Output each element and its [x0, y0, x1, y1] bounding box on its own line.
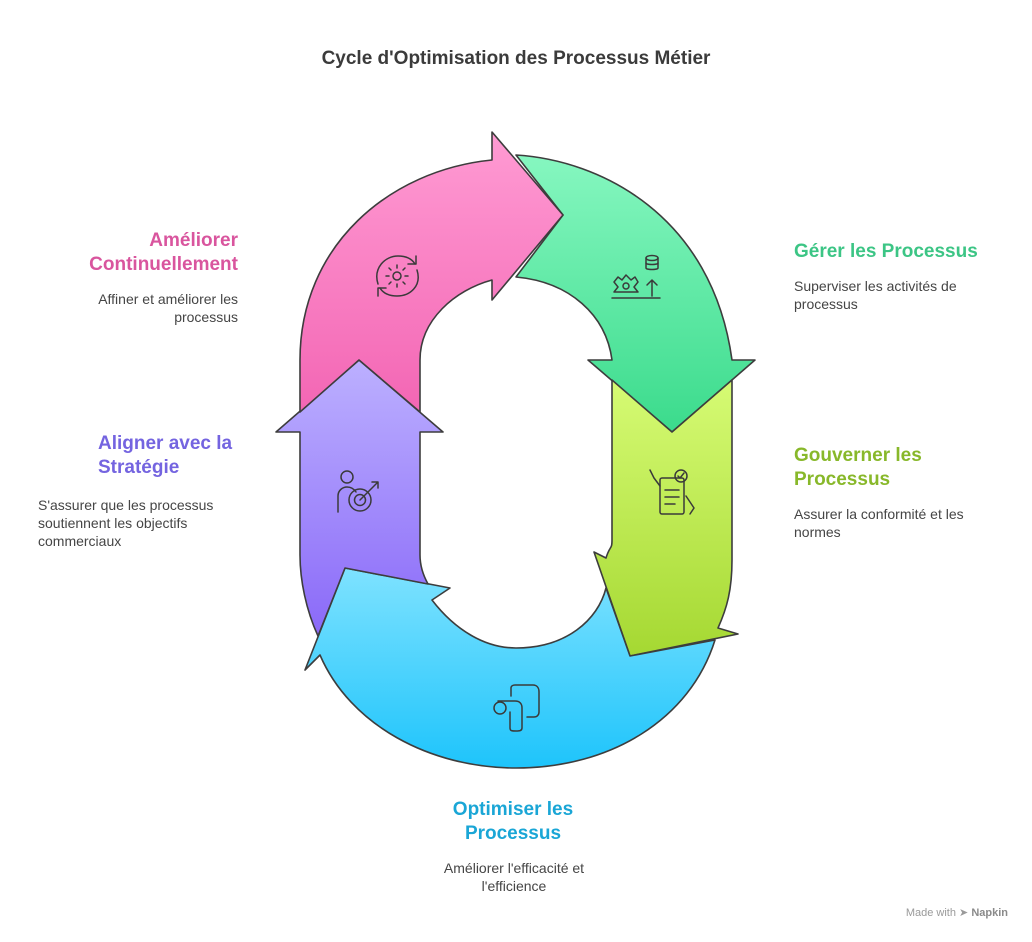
step-improve-description: Affiner et améliorer les processus — [98, 291, 238, 325]
arrow-optimize — [304, 567, 716, 769]
path-route-icon — [493, 684, 540, 732]
arrow-manage — [515, 154, 756, 433]
step-manage-title: Gérer les Processus — [794, 241, 978, 262]
napkin-logo-icon: ➤ — [959, 907, 969, 919]
step-govern-description: Assurer la conformité et les normes — [794, 506, 964, 540]
step-optimize-description: Améliorer l'efficacité et l'efficience — [443, 860, 585, 894]
footer-made-with: Made with — [905, 907, 956, 919]
footer-credit: Made with ➤ Napkin — [906, 906, 1008, 919]
step-align-description: S'assurer que les processus soutiennent … — [38, 497, 214, 549]
target-person-icon — [337, 470, 379, 513]
step-manage-description: Superviser les activités de processus — [794, 278, 957, 312]
checklist-hand-icon — [649, 469, 695, 515]
step-align-title: Aligner avec la Stratégie — [98, 433, 233, 478]
arrow-govern — [593, 379, 739, 657]
cycle-gear-icon — [376, 255, 419, 297]
step-improve-title: Améliorer Continuellement — [89, 230, 238, 275]
database-gear-icon — [611, 254, 661, 299]
arrow-improve — [299, 131, 564, 413]
step-optimize-title: Optimiser les Processus — [452, 799, 574, 844]
diagram-title: Cycle d'Optimisation des Processus Métie… — [321, 48, 711, 69]
step-govern-title: Gouverner les Processus — [794, 445, 922, 490]
footer-brand: Napkin — [971, 907, 1008, 919]
